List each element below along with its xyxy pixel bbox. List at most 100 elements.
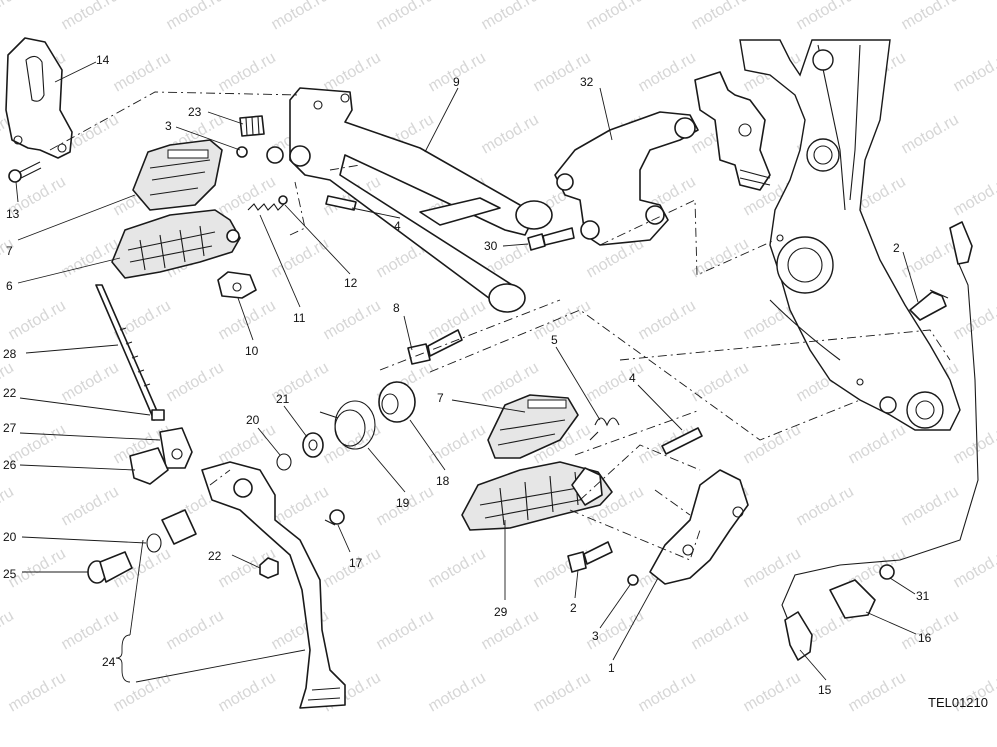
- watermark-text: motod.ru: [164, 0, 227, 33]
- watermark-text: motod.ru: [6, 297, 69, 343]
- callout-18: 18: [436, 474, 450, 488]
- callout-20-upper: 20: [246, 413, 260, 427]
- watermark-text: motod.ru: [951, 297, 997, 343]
- watermark-text: motod.ru: [0, 607, 17, 653]
- watermark-text: motod.ru: [269, 235, 332, 281]
- callout-27: 27: [3, 421, 17, 435]
- drawing-code: TEL01210: [928, 695, 988, 710]
- callout-16: 16: [918, 631, 932, 645]
- watermark-text: motod.ru: [899, 111, 962, 157]
- watermark-text: motod.ru: [216, 669, 279, 715]
- watermark-text: motod.ru: [689, 0, 752, 33]
- bolt-2-lower: [567, 541, 613, 573]
- watermark-text: motod.ru: [111, 669, 174, 715]
- callout-32: 32: [580, 75, 594, 89]
- watermark-text: motod.ru: [794, 0, 857, 33]
- nut-22-upper: [151, 409, 165, 421]
- callout-15: 15: [818, 683, 832, 697]
- watermark-text: motod.ru: [846, 421, 909, 467]
- callout-28: 28: [3, 347, 17, 361]
- callout-2-lower: 2: [570, 601, 577, 615]
- callout-14: 14: [96, 53, 110, 67]
- ring-20-upper: [276, 453, 292, 471]
- pin-4-upper: [325, 195, 357, 211]
- watermark-text: motod.ru: [479, 111, 542, 157]
- watermark-text: motod.ru: [951, 545, 997, 591]
- watermark-text: motod.ru: [951, 173, 997, 219]
- watermark-text: motod.ru: [59, 483, 122, 529]
- watermark-text: motod.ru: [584, 0, 647, 33]
- watermark-text: motod.ru: [846, 669, 909, 715]
- watermark-text: motod.ru: [426, 421, 489, 467]
- bolt-8: [407, 329, 463, 365]
- watermark-text: motod.ru: [321, 421, 384, 467]
- watermark-text: motod.ru: [479, 607, 542, 653]
- spring-19: [319, 400, 376, 450]
- watermark-text: motod.ru: [216, 421, 279, 467]
- watermark-text: motod.ru: [0, 0, 17, 33]
- callout-21: 21: [276, 392, 290, 406]
- alignment-lines: [49, 91, 951, 561]
- clip-3-upper: [236, 146, 248, 158]
- watermark-text: motod.ru: [741, 421, 804, 467]
- callout-25: 25: [3, 567, 17, 581]
- watermark-text: motod.ru: [689, 235, 752, 281]
- watermark-text: motod.ru: [59, 235, 122, 281]
- watermark-text: motod.ru: [899, 483, 962, 529]
- rubber-bush-23: [239, 115, 265, 137]
- callout-13: 13: [6, 207, 20, 221]
- bracket-32: [554, 111, 699, 246]
- watermark-text: motod.ru: [216, 297, 279, 343]
- callout-26: 26: [3, 458, 17, 472]
- callout-8: 8: [393, 301, 400, 315]
- callout-10: 10: [245, 344, 259, 358]
- callout-3-upper: 3: [165, 119, 172, 133]
- heel-guard-plate: [5, 37, 73, 159]
- rear-master-cylinder: [694, 71, 771, 191]
- watermark-text: motod.ru: [59, 359, 122, 405]
- callout-7-lower: 7: [437, 391, 444, 405]
- watermark-text: motod.ru: [374, 607, 437, 653]
- footpeg-rubber-upper: [132, 139, 223, 211]
- watermark-text: motod.ru: [426, 669, 489, 715]
- callout-30: 30: [484, 239, 498, 253]
- side-stand-24: [201, 461, 346, 709]
- watermark-text: motod.ru: [689, 359, 752, 405]
- callout-22-upper: 22: [3, 386, 17, 400]
- callout-12: 12: [344, 276, 358, 290]
- callout-4-lower: 4: [629, 371, 636, 385]
- watermark-text: motod.ru: [584, 359, 647, 405]
- sensor-bracket-26: [129, 447, 169, 485]
- callout-29: 29: [494, 605, 508, 619]
- callout-31: 31: [916, 589, 930, 603]
- callout-19: 19: [396, 496, 410, 510]
- watermark-text: motod.ru: [321, 297, 384, 343]
- screw-13: [8, 161, 42, 183]
- watermark-text: motod.ru: [216, 49, 279, 95]
- ring-20-lower: [146, 533, 162, 553]
- watermark-text: motod.ru: [269, 0, 332, 33]
- bush-18: [378, 381, 416, 423]
- watermark-text: motod.ru: [636, 49, 699, 95]
- watermark-text: motod.ru: [59, 0, 122, 33]
- watermark-text: motod.ru: [164, 607, 227, 653]
- watermark-text: motod.ru: [951, 421, 997, 467]
- bracket-1: [649, 469, 749, 585]
- watermark-text: motod.ru: [216, 173, 279, 219]
- watermark-text: motod.ru: [689, 607, 752, 653]
- clip-3-lower: [627, 574, 639, 586]
- callout-11: 11: [293, 311, 306, 325]
- watermark-text: motod.ru: [899, 235, 962, 281]
- nut-22-lower: [259, 557, 279, 579]
- callout-20-lower: 20: [3, 530, 17, 544]
- watermark-text: motod.ru: [0, 235, 17, 281]
- sidestand-sensor-cable: [781, 221, 979, 661]
- bolt-2-right: [909, 289, 949, 321]
- footpeg-29: [461, 461, 613, 531]
- pivot-bolt-25: [87, 551, 133, 584]
- leader-lines: [15, 61, 919, 683]
- watermark-text: motod.ru: [59, 607, 122, 653]
- watermark-text: motod.ru: [951, 49, 997, 95]
- watermark-text: motod.ru: [479, 0, 542, 33]
- callout-23: 23: [188, 105, 202, 119]
